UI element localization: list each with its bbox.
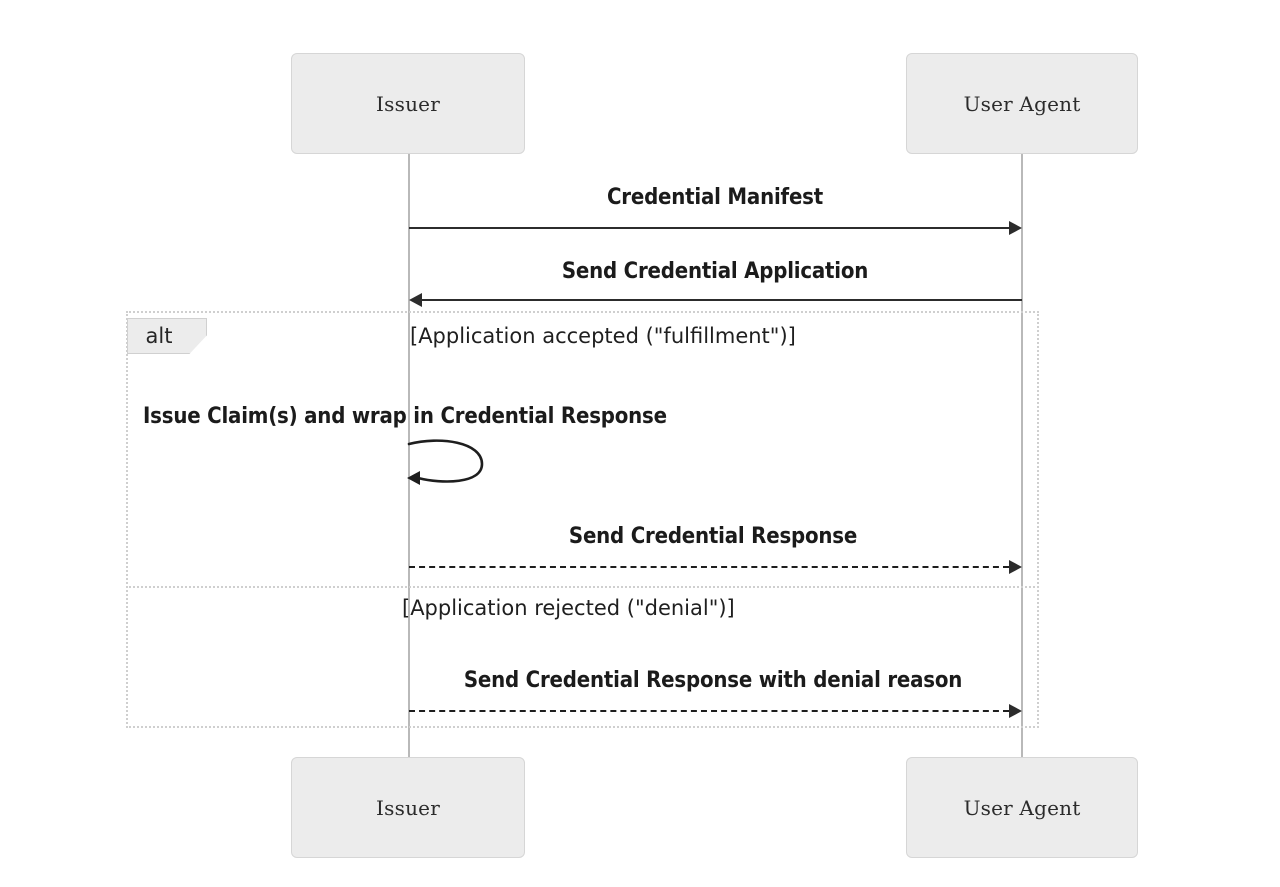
alt-fragment-branch-divider xyxy=(126,586,1039,588)
lifeline-user-agent xyxy=(1021,154,1023,758)
lifeline-issuer xyxy=(408,154,410,758)
participant-box-issuer-top[interactable]: Issuer xyxy=(291,53,525,154)
participant-label-user-agent-top: User Agent xyxy=(963,91,1081,116)
alt-branch-1-condition: [Application accepted ("fulfillment")] xyxy=(410,324,796,348)
alt-branch-2-condition: [Application rejected ("denial")] xyxy=(402,596,735,620)
message-line-send-credential-application xyxy=(422,299,1022,301)
alt-fragment-tab: alt xyxy=(127,318,207,354)
message-label-send-credential-response-denial: Send Credential Response with denial rea… xyxy=(463,668,963,693)
self-message-loop-issue-claims xyxy=(407,439,484,485)
message-line-send-credential-response xyxy=(409,566,1009,568)
message-arrowhead-send-credential-response xyxy=(1009,560,1022,574)
participant-box-issuer-bottom[interactable]: Issuer xyxy=(291,757,525,858)
participant-label-issuer-top: Issuer xyxy=(376,91,440,116)
message-arrowhead-send-credential-application xyxy=(409,293,422,307)
message-label-credential-manifest: Credential Manifest xyxy=(606,185,824,210)
message-arrowhead-send-credential-response-denial xyxy=(1009,704,1022,718)
participant-box-user-agent-top[interactable]: User Agent xyxy=(906,53,1138,154)
participant-box-user-agent-bottom[interactable]: User Agent xyxy=(906,757,1138,858)
alt-fragment-frame xyxy=(126,311,1039,728)
message-arrowhead-credential-manifest xyxy=(1009,221,1022,235)
message-line-send-credential-response-denial xyxy=(409,710,1009,712)
participant-label-issuer-bottom: Issuer xyxy=(376,795,440,820)
message-label-send-credential-application: Send Credential Application xyxy=(561,259,869,284)
message-line-credential-manifest xyxy=(409,227,1009,229)
participant-label-user-agent-bottom: User Agent xyxy=(963,795,1081,820)
message-label-send-credential-response: Send Credential Response xyxy=(568,524,858,549)
message-label-issue-claims: Issue Claim(s) and wrap in Credential Re… xyxy=(143,404,667,429)
alt-fragment-tab-label: alt xyxy=(145,324,173,348)
